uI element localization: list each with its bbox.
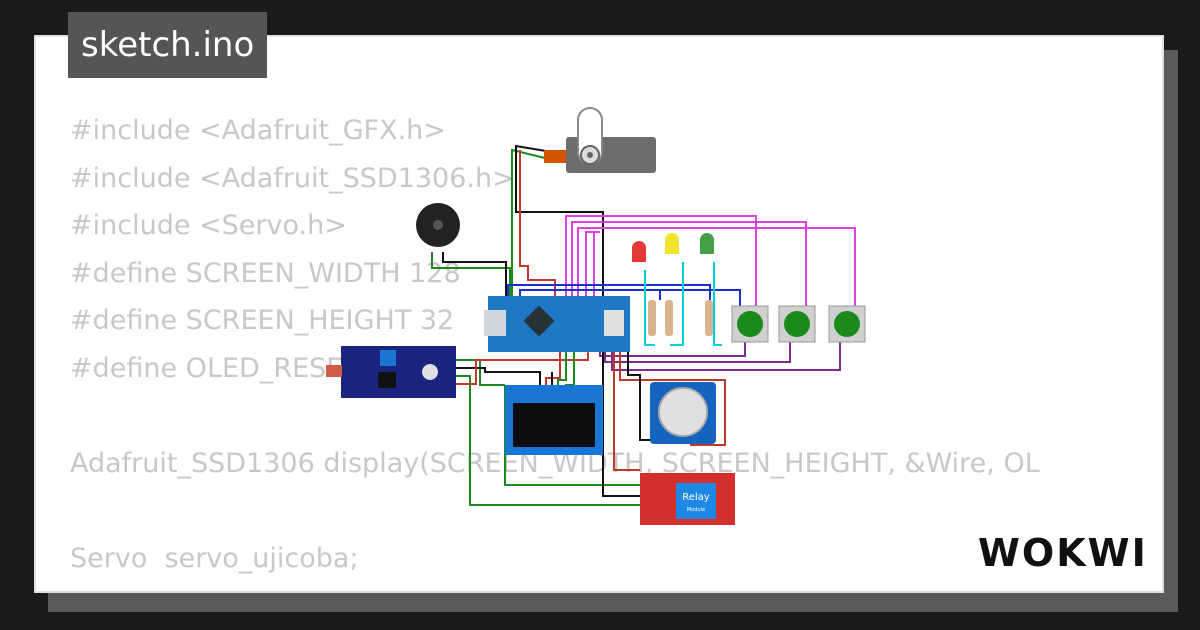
- code-line: #include <Adafruit_SSD1306.h>: [70, 162, 515, 194]
- code-line: #define OLED_RESET: [70, 352, 360, 384]
- led-red[interactable]: [632, 241, 646, 262]
- wires: [431, 144, 856, 506]
- code-line: #include <Adafruit_GFX.h>: [70, 115, 446, 146]
- arduino-nano[interactable]: [484, 296, 630, 352]
- code-line: #define SCREEN_HEIGHT 32: [70, 305, 455, 336]
- pushbutton-3[interactable]: [828, 305, 866, 343]
- wokwi-logo: WOKWI: [978, 531, 1148, 574]
- oled-display[interactable]: [505, 385, 603, 455]
- resistors: [648, 300, 713, 336]
- buzzer[interactable]: [416, 203, 460, 247]
- potentiometer[interactable]: [650, 382, 716, 444]
- relay-title: Relay: [682, 492, 710, 503]
- wokwi-logo-text: WOKWI: [978, 531, 1148, 574]
- led-green[interactable]: [700, 233, 714, 254]
- file-tab[interactable]: sketch.ino: [68, 12, 268, 78]
- pushbutton-1[interactable]: [731, 305, 769, 343]
- servo-motor[interactable]: [544, 107, 656, 173]
- code-preview: #include <Adafruit_GFX.h> #include <Adafr…: [70, 107, 1040, 591]
- ldr-sensor-module[interactable]: [326, 346, 456, 398]
- relay-subtitle: Module: [687, 507, 705, 513]
- code-line: Servo servo_ujicoba;: [70, 542, 359, 574]
- code-line: #include <Servo.h>: [70, 210, 347, 241]
- pushbutton-2[interactable]: [778, 305, 816, 343]
- code-line: int sudut_servo = 0;: [70, 582, 1040, 591]
- led-yellow[interactable]: [665, 233, 679, 254]
- relay-module[interactable]: Relay Module: [640, 473, 735, 525]
